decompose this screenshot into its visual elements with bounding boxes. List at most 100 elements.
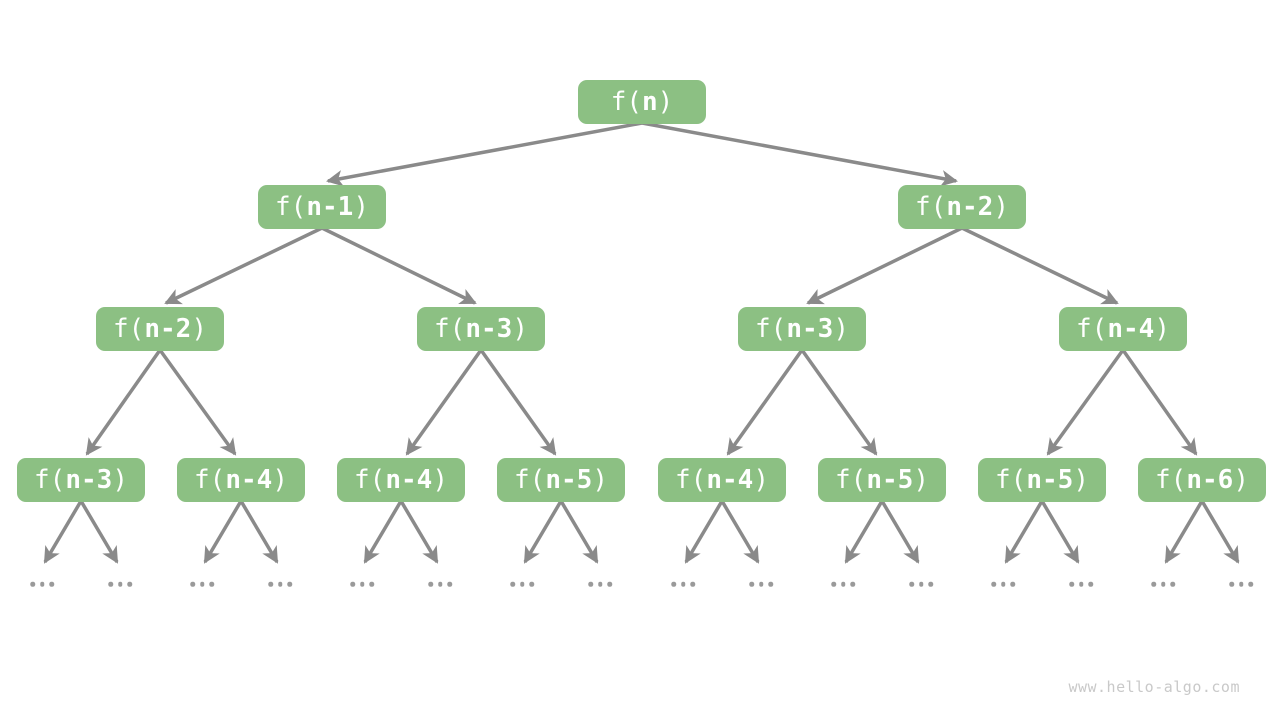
node-label-suffix: ) bbox=[353, 192, 369, 222]
node-label-suffix: ) bbox=[753, 465, 769, 495]
tree-edge-arrow bbox=[684, 500, 724, 564]
node-label-suffix: ) bbox=[1233, 465, 1249, 495]
ellipsis bbox=[749, 581, 773, 587]
node-label-suffix: ) bbox=[1073, 465, 1089, 495]
ellipsis-dot bbox=[928, 581, 933, 587]
ellipsis-dot bbox=[1160, 581, 1166, 587]
node-label-argument: n-5 bbox=[1026, 465, 1074, 495]
tree-edge-arrow bbox=[158, 348, 237, 456]
ellipsis-dot bbox=[277, 581, 283, 587]
ellipsis-dot bbox=[749, 581, 754, 587]
tree-node: f(n-5) bbox=[497, 458, 625, 502]
ellipsis-dot bbox=[1078, 581, 1084, 587]
ellipsis bbox=[588, 581, 612, 587]
tree-edge-arrow bbox=[203, 500, 243, 564]
ellipsis-dot bbox=[1248, 581, 1253, 587]
ellipsis bbox=[1229, 581, 1253, 587]
ellipsis bbox=[991, 581, 1015, 587]
tree-edge-arrow bbox=[806, 226, 963, 305]
tree-node: f(n-5) bbox=[818, 458, 946, 502]
ellipsis-dot bbox=[190, 581, 195, 587]
node-label-prefix: f( bbox=[995, 465, 1027, 495]
node-label-argument: n-3 bbox=[65, 465, 113, 495]
ellipsis-dot bbox=[428, 581, 433, 587]
node-label-suffix: ) bbox=[432, 465, 448, 495]
tree-node: f(n-4) bbox=[177, 458, 305, 502]
tree-node: f(n-3) bbox=[738, 307, 866, 351]
tree-edge-arrow bbox=[479, 348, 557, 456]
node-label-prefix: f( bbox=[113, 314, 145, 344]
tree-node: f(n-4) bbox=[337, 458, 465, 502]
node-label-suffix: ) bbox=[1154, 314, 1170, 344]
ellipsis-dot bbox=[850, 581, 855, 587]
ellipsis-dot bbox=[831, 581, 836, 587]
ellipsis-dot bbox=[447, 581, 452, 587]
node-label-argument: n-4 bbox=[385, 465, 433, 495]
node-label-argument: n-5 bbox=[866, 465, 914, 495]
ellipsis-dot bbox=[588, 581, 593, 587]
tree-edge-arrow bbox=[559, 500, 599, 564]
ellipsis-dot bbox=[529, 581, 534, 587]
ellipsis-dot bbox=[690, 581, 695, 587]
ellipsis-dot bbox=[597, 581, 603, 587]
ellipsis-dot bbox=[1170, 581, 1175, 587]
tree-edge-arrow bbox=[720, 500, 760, 564]
node-label-prefix: f( bbox=[915, 192, 947, 222]
tree-edge-arrow bbox=[363, 500, 403, 564]
tree-edge-arrow bbox=[79, 500, 119, 564]
ellipsis-dot bbox=[30, 581, 35, 587]
tree-edge-arrow bbox=[641, 121, 958, 187]
node-label-suffix: ) bbox=[657, 87, 674, 117]
ellipsis-dot bbox=[1000, 581, 1006, 587]
ellipsis-dot bbox=[39, 581, 45, 587]
tree-edge-arrow bbox=[405, 348, 483, 456]
node-label-argument: n-1 bbox=[306, 192, 354, 222]
ellipsis bbox=[108, 581, 132, 587]
tree-edge-arrow bbox=[164, 226, 323, 305]
tree-edge-arrow bbox=[1040, 500, 1080, 564]
ellipsis-dot bbox=[1151, 581, 1156, 587]
tree-edge-arrow bbox=[961, 226, 1119, 305]
node-label-argument: n-2 bbox=[946, 192, 994, 222]
ellipsis-dot bbox=[991, 581, 996, 587]
node-label-prefix: f( bbox=[1076, 314, 1108, 344]
tree-edge-arrow bbox=[1004, 500, 1044, 564]
node-label-prefix: f( bbox=[610, 87, 642, 117]
ellipsis-dot bbox=[519, 581, 525, 587]
ellipsis-dot bbox=[209, 581, 214, 587]
node-label-prefix: f( bbox=[1155, 465, 1187, 495]
ellipsis bbox=[268, 581, 292, 587]
node-label-prefix: f( bbox=[514, 465, 546, 495]
ellipsis-dot bbox=[359, 581, 365, 587]
tree-node: f(n-3) bbox=[17, 458, 145, 502]
ellipsis-dot bbox=[199, 581, 205, 587]
node-label-suffix: ) bbox=[112, 465, 128, 495]
ellipsis-dot bbox=[287, 581, 292, 587]
tree-node: f(n-1) bbox=[258, 185, 386, 229]
tree-edge-arrow bbox=[523, 500, 563, 564]
ellipsis-dot bbox=[607, 581, 612, 587]
ellipsis bbox=[30, 581, 54, 587]
tree-edge-arrow bbox=[880, 500, 920, 564]
ellipsis-dot bbox=[909, 581, 914, 587]
tree-edge-arrow bbox=[326, 121, 643, 187]
ellipsis-dot bbox=[918, 581, 924, 587]
ellipsis-dot bbox=[680, 581, 686, 587]
ellipsis-dot bbox=[127, 581, 132, 587]
tree-edge-arrow bbox=[85, 348, 162, 456]
node-label-prefix: f( bbox=[434, 314, 466, 344]
node-label-prefix: f( bbox=[835, 465, 867, 495]
tree-node: f(n-4) bbox=[1059, 307, 1187, 351]
ellipsis-dot bbox=[117, 581, 123, 587]
node-label-prefix: f( bbox=[675, 465, 707, 495]
ellipsis bbox=[1151, 581, 1175, 587]
node-label-argument: n-3 bbox=[465, 314, 513, 344]
tree-edge-arrow bbox=[1121, 348, 1198, 456]
ellipsis bbox=[671, 581, 695, 587]
tree-edge-arrow bbox=[800, 348, 878, 456]
ellipsis-dot bbox=[758, 581, 764, 587]
node-label-argument: n-3 bbox=[786, 314, 834, 344]
node-label-argument: n-2 bbox=[144, 314, 192, 344]
tree-node: f(n-2) bbox=[898, 185, 1026, 229]
